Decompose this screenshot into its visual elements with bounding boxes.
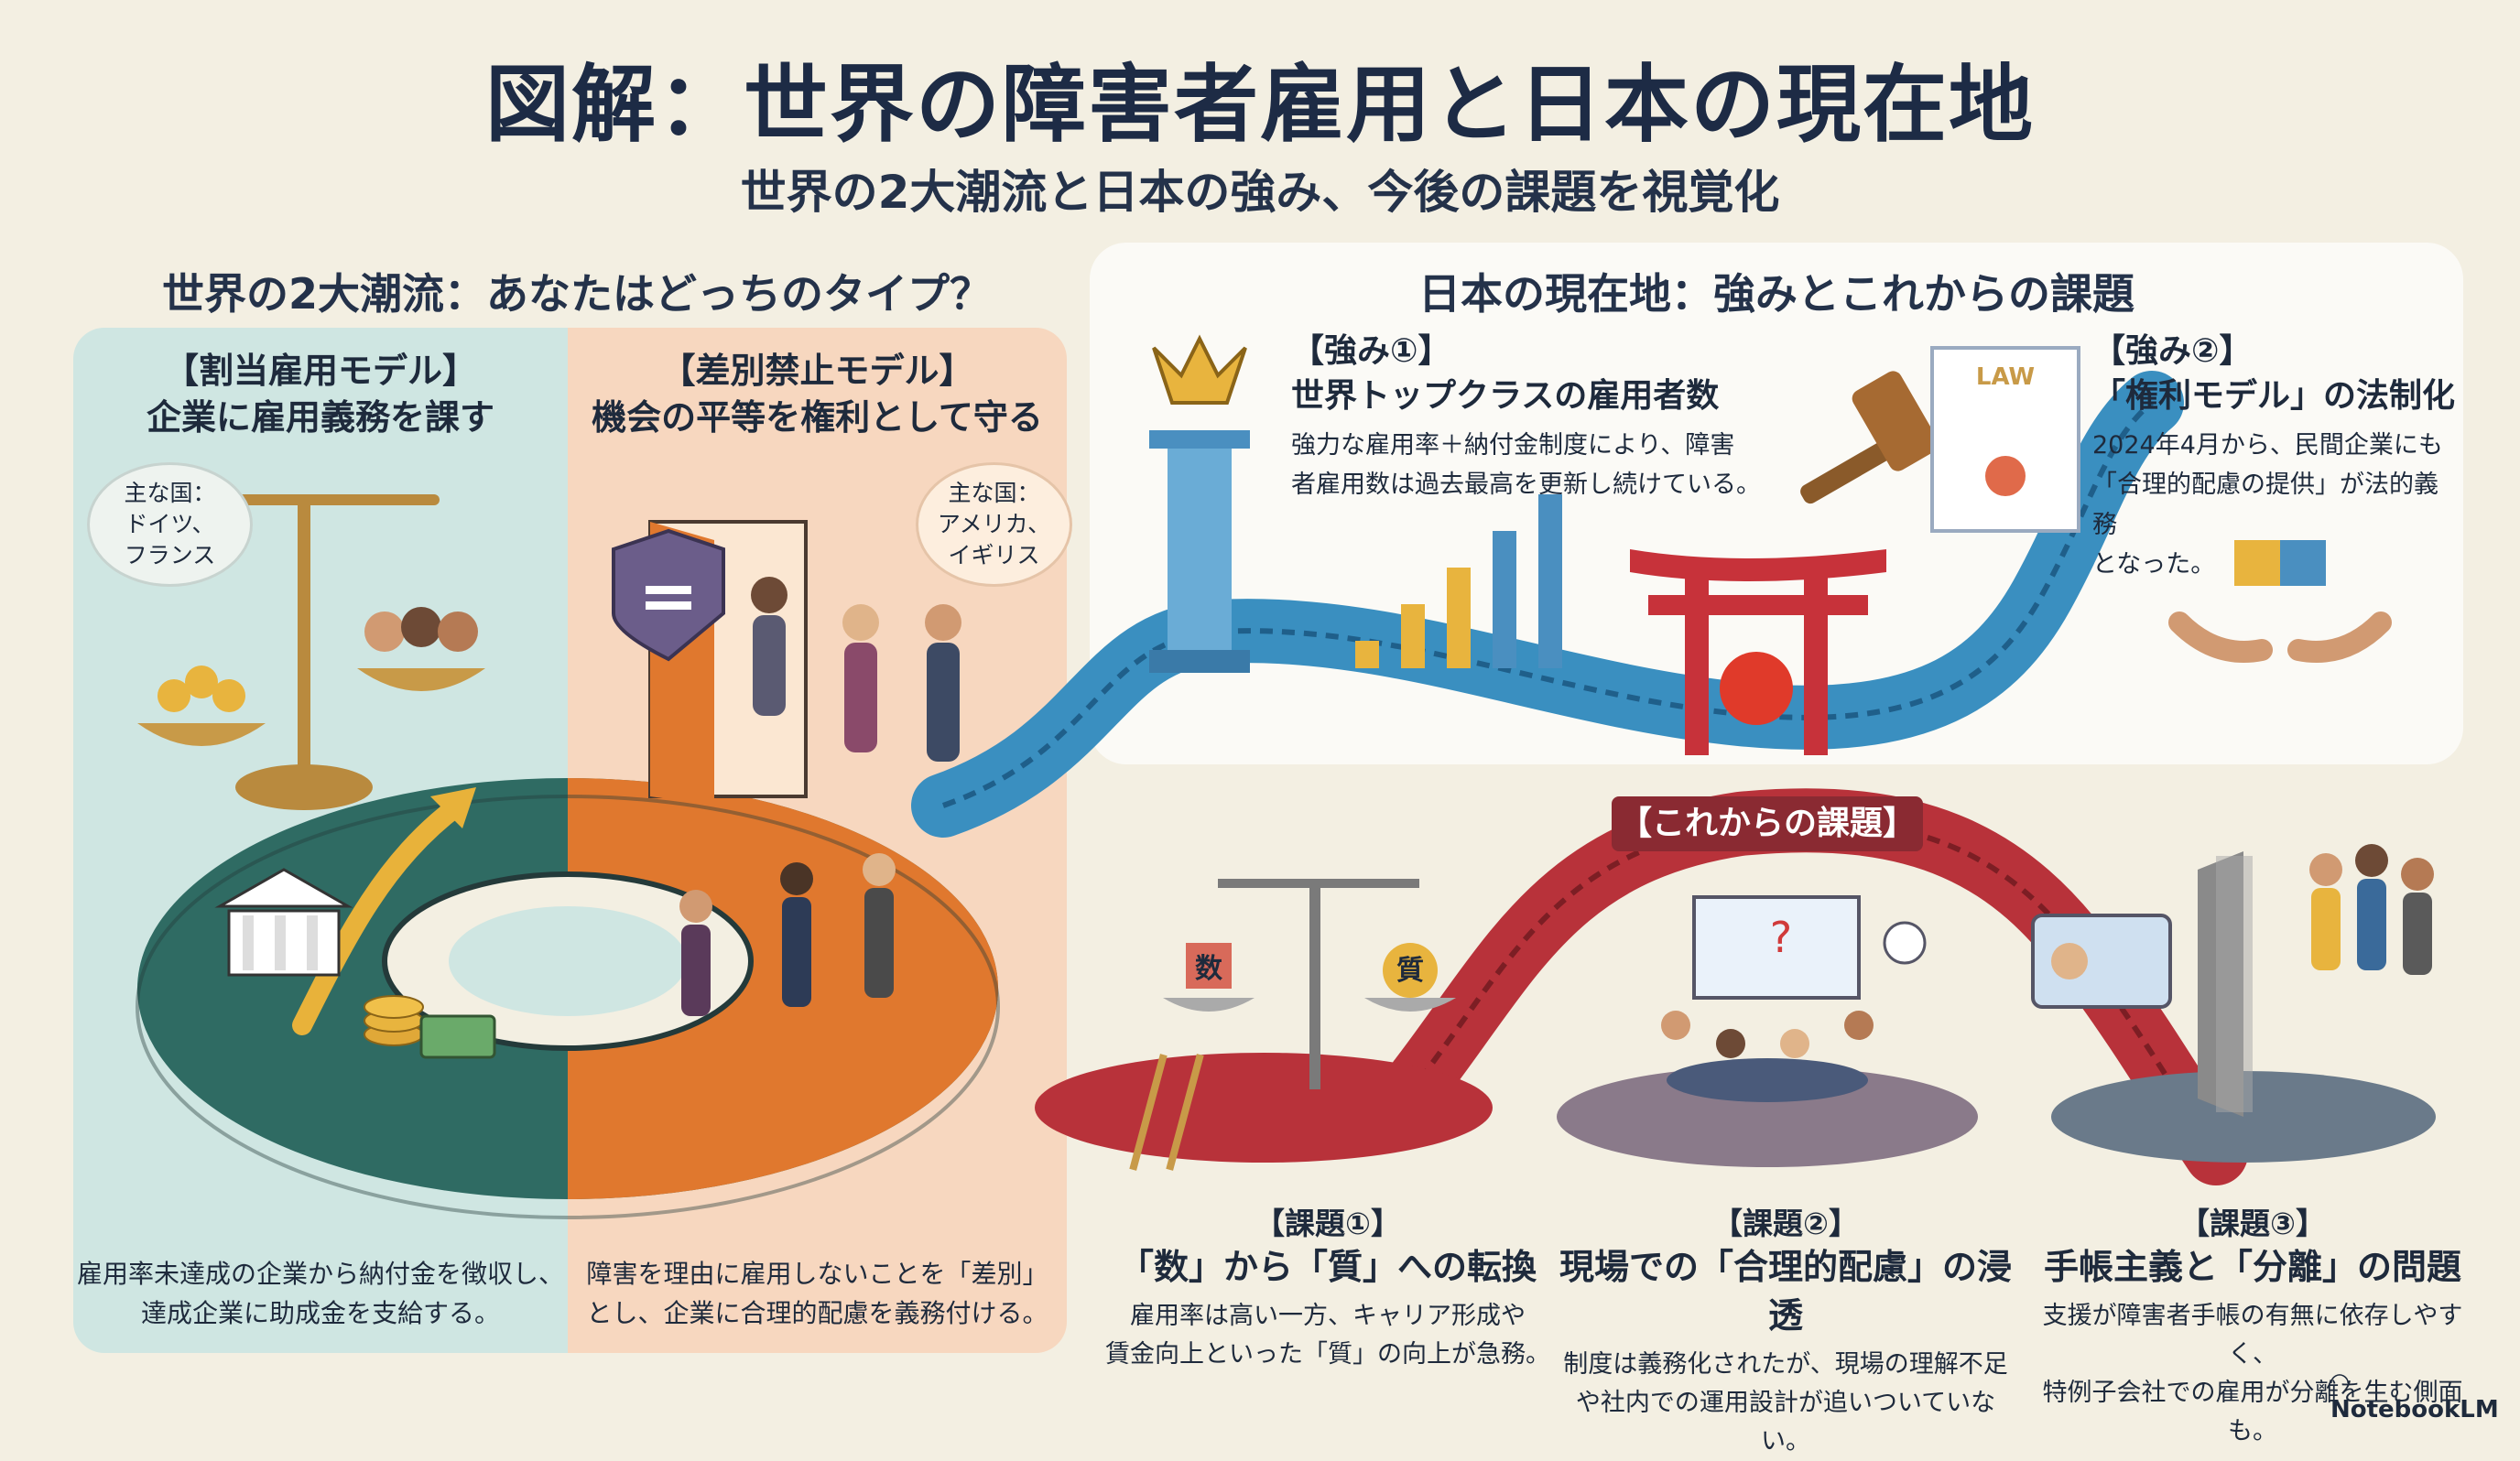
antidisc-countries: アメリカ、 イギリス bbox=[937, 511, 1051, 568]
upward-arrow-icon bbox=[292, 795, 468, 1035]
issue2-label: 【課題②】 bbox=[1712, 1206, 1859, 1241]
gavel-icon bbox=[1800, 371, 1939, 504]
antidisc-countries-label: 主な国： bbox=[948, 480, 1040, 507]
antidiscrimination-model-tagline: 機会の平等を権利として守る bbox=[592, 397, 1043, 438]
strength2-label: 【強み②】 bbox=[2092, 332, 2253, 370]
coins-icon bbox=[364, 995, 424, 1046]
ladder-icon bbox=[1129, 1054, 1204, 1171]
gear-icon bbox=[136, 778, 1000, 1219]
red-road-edge bbox=[1417, 817, 2219, 1155]
quota-model-description: 雇用率未達成の企業から納付金を徴収し、 達成企業に助成金を支給する。 bbox=[76, 1259, 564, 1329]
crown-icon bbox=[1152, 334, 1247, 405]
quality-scale-icon: 数 質 bbox=[1163, 879, 1456, 1089]
strength2-description: 2024年4月から、民間企業にも 「合理的配慮の提供」が法的義務 となった。 bbox=[2092, 431, 2443, 579]
quota-countries-label: 主な国： bbox=[124, 480, 216, 507]
page-subtitle: 世界の2大潮流と日本の強み、今後の課題を視覚化 bbox=[740, 166, 1780, 219]
strength1-label: 【強み①】 bbox=[1291, 332, 1451, 370]
issue1-description: 雇用率は高い一方、キャリア形成や 賃金向上といった「質」の向上が急務。 bbox=[1105, 1302, 1550, 1369]
greek-column-icon bbox=[1149, 430, 1250, 673]
issue1-title: 「数」から「質」への転換 bbox=[1118, 1247, 1537, 1287]
brand-watermark: ◠ NotebookLM bbox=[2330, 1369, 2514, 1423]
antidisc-countries-bubble: 主な国： アメリカ、 イギリス bbox=[916, 462, 1072, 587]
bank-icon bbox=[214, 868, 353, 977]
left-section-heading: 世界の2大潮流：あなたはどっちのタイプ？ bbox=[161, 269, 992, 319]
puzzle-hands-icon bbox=[2168, 540, 2392, 663]
antidiscrimination-model-label: 【差別禁止モデル】 bbox=[660, 351, 974, 391]
issue1-platform bbox=[1035, 1053, 1493, 1163]
scale-left-text: 数 bbox=[1195, 953, 1223, 985]
brand-name: NotebookLM bbox=[2330, 1396, 2499, 1423]
strength1-title: 世界トップクラスの雇用者数 bbox=[1291, 376, 1720, 415]
page-title: 図解：世界の障害者雇用と日本の現在地 bbox=[484, 56, 2035, 154]
strength2-title: 「権利モデル」の法制化 bbox=[2092, 376, 2456, 415]
scale-right-text: 質 bbox=[1396, 955, 1424, 987]
issue3-title: 手帳主義と「分離」の問題 bbox=[2043, 1247, 2461, 1287]
people-group-icon bbox=[679, 577, 961, 1016]
torii-gate-icon bbox=[1630, 549, 1886, 755]
brand-logo-icon: ◠ bbox=[2330, 1369, 2349, 1396]
issues-banner: 【これからの課題】 bbox=[1612, 796, 1923, 851]
quota-model-label: 【割当雇用モデル】 bbox=[163, 351, 477, 391]
issue1-label: 【課題①】 bbox=[1255, 1206, 1401, 1241]
shield-icon bbox=[612, 528, 725, 662]
quota-model-tagline: 企業に雇用義務を課す bbox=[146, 397, 494, 438]
quota-countries: ドイツ、 フランス bbox=[124, 511, 216, 568]
svg-text:?: ? bbox=[1770, 913, 1792, 962]
question-bubble-icon bbox=[1883, 921, 1927, 965]
issue3-label: 【課題③】 bbox=[2179, 1206, 2326, 1241]
issue2-title: 現場での「合理的配慮」の浸透 bbox=[1559, 1247, 2012, 1337]
workers-group-icon bbox=[2309, 844, 2434, 975]
strength1-description: 強力な雇用率＋納付金制度により、障害 者雇用数は過去最高を更新し続けている。 bbox=[1291, 431, 1761, 500]
law-scroll-icon: LAW bbox=[1930, 346, 2080, 533]
law-scroll-text: LAW bbox=[1976, 363, 2035, 391]
issue2-platform bbox=[1557, 1066, 1978, 1167]
banknotes-icon bbox=[419, 1014, 496, 1059]
quota-countries-bubble: 主な国： ドイツ、 フランス bbox=[87, 462, 253, 587]
meeting-team-icon: ? bbox=[1661, 895, 1874, 1102]
right-section-heading: 日本の現在地：強みとこれからの課題 bbox=[1418, 269, 2134, 319]
antidiscrimination-model-description: 障害を理由に雇用しないことを「差別」 とし、企業に合理的配慮を義務付ける。 bbox=[586, 1259, 1048, 1329]
illustration-layer: LAW 数 質 ? bbox=[136, 334, 2436, 1219]
brick-wall-icon bbox=[2198, 851, 2253, 1117]
issue2-description: 制度は義務化されたが、現場の理解不足 や社内での運用設計が追いついていない。 bbox=[1563, 1350, 2008, 1456]
bar-chart-icon bbox=[1355, 494, 1562, 668]
id-card-icon bbox=[2031, 914, 2172, 1009]
issue3-description: 支援が障害者手帳の有無に依存しやすく、 特例子会社での雇用が分離を生む側面も。 bbox=[2042, 1302, 2463, 1445]
blue-road-edge bbox=[941, 400, 2154, 808]
